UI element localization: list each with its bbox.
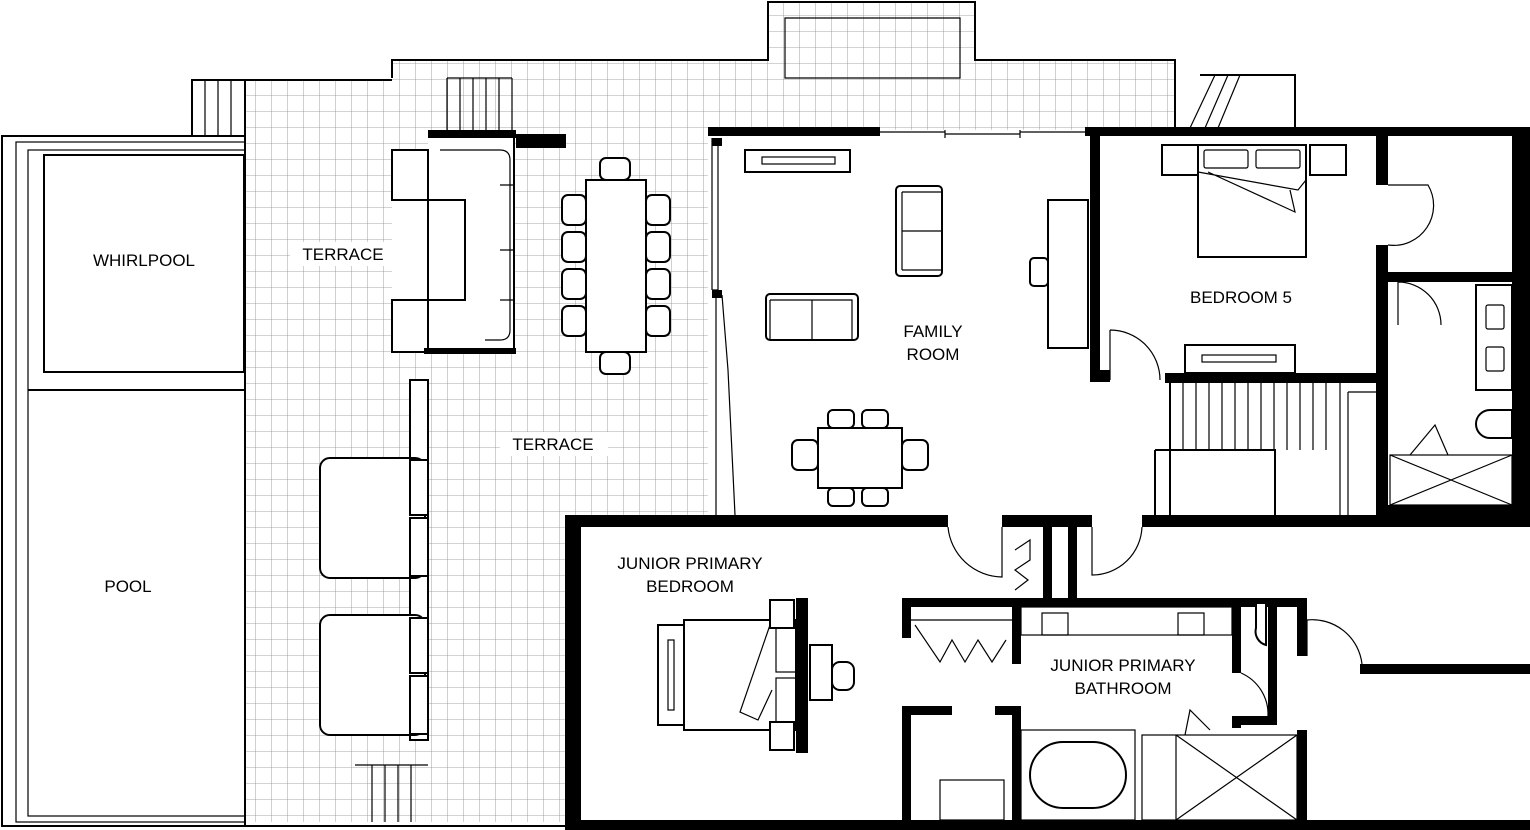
room-labels: WHIRLPOOL POOL TERRACE TERRACE FAMILY RO…: [93, 242, 1292, 698]
junior-primary-bathroom-label-line2: BATHROOM: [1075, 679, 1172, 698]
terrace-outline: [245, 1, 1296, 827]
terrace-lower-label: TERRACE: [512, 435, 593, 454]
terrace-tiles: [245, 2, 1175, 822]
bedroom-5-furniture: [1161, 144, 1347, 374]
pool-area: [1, 79, 246, 827]
door-swings: [947, 184, 1442, 717]
junior-bedroom-furniture: [657, 598, 855, 753]
bedroom-5-label: BEDROOM 5: [1190, 288, 1292, 307]
staircase: [1154, 383, 1376, 515]
terrace-dining-table: [561, 157, 671, 375]
walls: [565, 127, 1530, 830]
junior-primary-bathroom-label-line1: JUNIOR PRIMARY: [1050, 656, 1195, 675]
junior-bathroom-fixtures: [911, 604, 1298, 821]
ensuite-fixtures: [1389, 284, 1513, 506]
pool-label: POOL: [104, 577, 151, 596]
sun-loungers: [319, 379, 429, 741]
junior-primary-bedroom-label-line1: JUNIOR PRIMARY: [617, 554, 762, 573]
whirlpool-label: WHIRLPOOL: [93, 251, 195, 270]
family-room-label-line1: FAMILY: [903, 322, 962, 341]
outdoor-kitchen: [391, 130, 566, 354]
family-room-furniture: [744, 149, 1089, 507]
family-room-label-line2: ROOM: [907, 345, 960, 364]
junior-primary-bedroom-label-line2: BEDROOM: [646, 577, 734, 596]
whirlpool-basin: [43, 154, 245, 373]
terrace-upper-label: TERRACE: [302, 245, 383, 264]
